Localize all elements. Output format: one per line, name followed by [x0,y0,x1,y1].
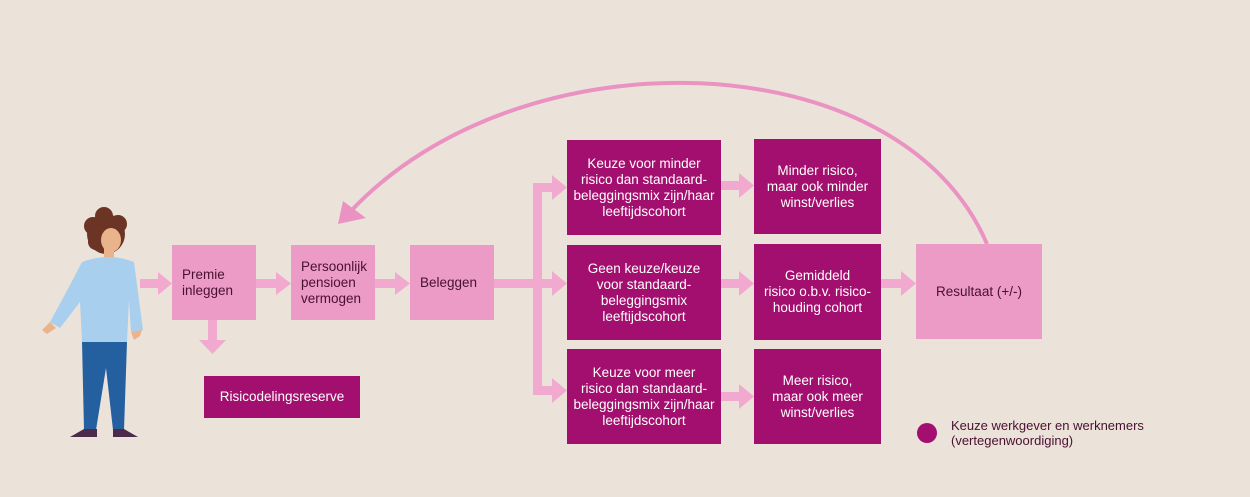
keuze-meer-box: Keuze voor meer risico dan standaard- be… [567,349,721,444]
vermogen-label: Persoonlijk pensioen vermogen [301,258,368,306]
gemiddeld-box: Gemiddeld risico o.b.v. risico- houding … [754,244,881,340]
minder-risico-label: Minder risico, maar ook minder winst/ver… [766,162,869,210]
minder-risico-box: Minder risico, maar ook minder winst/ver… [754,139,881,234]
keuze-minder-label: Keuze voor minder risico dan standaard- … [573,155,715,219]
beleggen-box: Beleggen [410,245,494,320]
beleggen-label: Beleggen [420,274,478,290]
resultaat-box: Resultaat (+/-) [916,244,1042,339]
person-figure-icon [42,207,143,437]
meer-risico-box: Meer risico, maar ook meer winst/verlies [754,349,881,444]
resultaat-label: Resultaat (+/-) [936,283,1022,299]
premie-label: Premie inleggen [182,266,234,298]
vermogen-box: Persoonlijk pensioen vermogen [291,245,375,320]
legend-dot-icon [917,423,937,443]
reserve-box: Risicodelingsreserve [204,376,360,418]
keuze-meer-label: Keuze voor meer risico dan standaard- be… [573,364,715,428]
keuze-minder-box: Keuze voor minder risico dan standaard- … [567,140,721,235]
reserve-label: Risicodelingsreserve [219,389,345,404]
legend-label: Keuze werkgever en werknemers (vertegenw… [951,418,1144,448]
feedback-curve-arrow [338,80,989,245]
premie-box: Premie inleggen [172,245,256,320]
geen-keuze-label: Geen keuze/keuze voor standaard- beleggi… [587,260,701,324]
gemiddeld-label: Gemiddeld risico o.b.v. risico- houding … [763,268,872,315]
flow-arrows [140,173,916,409]
meer-risico-label: Meer risico, maar ook meer winst/verlies [772,372,863,420]
geen-keuze-box: Geen keuze/keuze voor standaard- beleggi… [567,245,721,340]
